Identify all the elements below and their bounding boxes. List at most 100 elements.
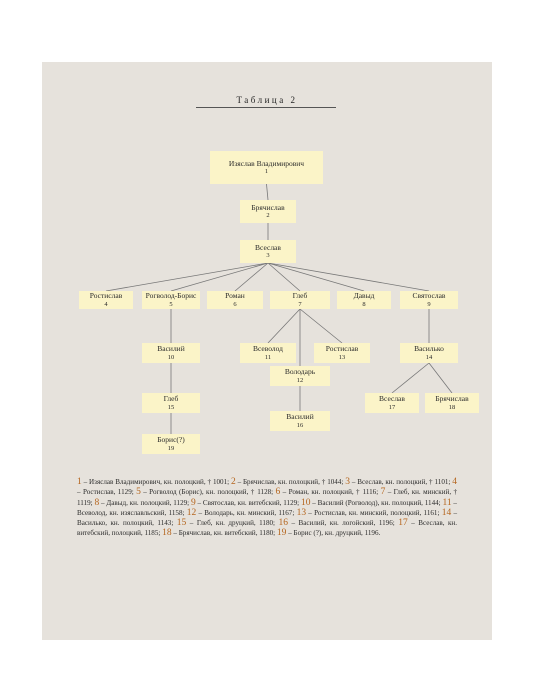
node-number: 4 <box>104 300 108 308</box>
legend-text: Василий (Рогволод), кн. полоцкий, 1144; <box>317 498 441 507</box>
legend-number: 6 <box>275 487 281 498</box>
legend: 1 – Изяслав Владимирович, кн. полоцкий, … <box>77 477 458 539</box>
tree-edge <box>391 362 430 394</box>
tree-edge <box>299 308 343 344</box>
legend-number: 15 <box>176 518 187 529</box>
title-rule <box>196 107 336 108</box>
legend-number: 5 <box>136 487 141 498</box>
node-number: 2 <box>266 212 270 220</box>
node-name: Глеб <box>163 394 179 404</box>
node-name: Василько <box>414 344 444 354</box>
legend-text: Ростислав, 1129; <box>82 488 134 497</box>
node-name: Володарь <box>284 367 316 377</box>
legend-number: 9 <box>190 497 196 508</box>
legend-text: Володарь, кн. минский, 1167; <box>204 508 295 517</box>
legend-number: 8 <box>94 497 100 508</box>
node-number: 9 <box>427 300 431 308</box>
tree-edge <box>267 262 430 292</box>
node-number: 1 <box>264 168 269 176</box>
tree-node: Борис(?)19 <box>142 434 200 454</box>
node-number: 6 <box>233 300 237 308</box>
node-name: Всеслав <box>255 242 281 252</box>
legend-number: 17 <box>398 518 408 529</box>
legend-text: Василий, кн. логойский, 1196; <box>298 519 395 528</box>
node-name: Рогволод-Борис <box>145 291 197 301</box>
node-name: Роман <box>225 291 245 301</box>
node-number: 17 <box>388 403 396 411</box>
node-number: 5 <box>169 300 173 308</box>
node-number: 3 <box>266 252 270 260</box>
legend-number: 11 <box>442 497 452 508</box>
node-number: 11 <box>264 353 272 361</box>
node-number: 15 <box>167 403 175 411</box>
legend-number: 13 <box>296 507 307 518</box>
legend-text: Всеслав, кн. полоцкий, † 1101; <box>357 478 451 486</box>
legend-number: 16 <box>278 518 289 529</box>
node-name: Изяслав Владимирович <box>228 158 305 168</box>
legend-text: Брячислав, кн. полоцкий, † 1044; <box>242 478 344 486</box>
node-number: 7 <box>298 300 302 308</box>
table-title: Таблица 2 <box>236 95 298 105</box>
tree-edge <box>266 183 269 201</box>
legend-text: Давыд, кн. полоцкий, 1129; <box>106 498 190 507</box>
tree-edge <box>234 262 269 292</box>
tree-edge <box>105 262 269 292</box>
legend-text: Роман, кн. полоцкий, † 1116; <box>288 488 379 497</box>
legend-number: 10 <box>300 497 311 508</box>
legend-number: 3 <box>345 477 350 487</box>
node-name: Ростислав <box>89 291 123 301</box>
legend-number: 4 <box>452 477 458 487</box>
legend-text: Глеб, кн. друцкий, 1180; <box>196 519 276 528</box>
legend-number: 12 <box>186 507 197 518</box>
node-name: Всеволод <box>253 344 283 354</box>
node-name: Брячислав <box>435 394 469 404</box>
node-number: 19 <box>167 444 175 452</box>
legend-text: Изяслав Владимирович, кн. полоцкий, † 10… <box>89 478 230 486</box>
tree-edge <box>170 262 269 292</box>
legend-number: 19 <box>276 528 287 539</box>
legend-number: 14 <box>441 507 452 518</box>
node-number: 12 <box>296 376 304 384</box>
legend-text: Всеслав, кн. витебский, полоцкий, 1185; <box>77 519 457 538</box>
tree-edge <box>428 362 453 394</box>
legend-text: Всеволод, кн. изяславльский, 1158; <box>77 508 185 517</box>
node-name: Борис(?) <box>157 435 185 445</box>
legend-text: Брячислав, кн. витебский, 1180; <box>178 529 276 538</box>
legend-text: Глеб, кн. минский, † 1119; <box>77 488 458 507</box>
node-name: Василий <box>286 412 314 422</box>
legend-number: 18 <box>162 528 172 539</box>
legend-text: Василько, кн. полоцкий, 1143; <box>77 519 174 528</box>
node-number: 14 <box>425 353 433 361</box>
node-name: Всеслав <box>379 394 405 404</box>
legend-number: 7 <box>380 487 386 498</box>
tree-edge <box>267 262 365 292</box>
node-number: 8 <box>362 300 366 308</box>
node-name: Брячислав <box>251 202 285 212</box>
legend-number: 2 <box>230 477 236 487</box>
node-number: 18 <box>448 403 456 411</box>
legend-text: Ростислав, кн. минский, полоцкий, 1161; <box>314 508 440 517</box>
node-name: Василий <box>157 344 185 354</box>
node-number: 16 <box>296 421 304 429</box>
node-name: Глеб <box>292 291 308 301</box>
legend-text: Борис (?), кн. друцкий, 1196. <box>293 529 381 538</box>
node-name: Святослав <box>412 291 446 301</box>
tree-edge <box>267 262 301 292</box>
node-number: 13 <box>338 353 346 361</box>
